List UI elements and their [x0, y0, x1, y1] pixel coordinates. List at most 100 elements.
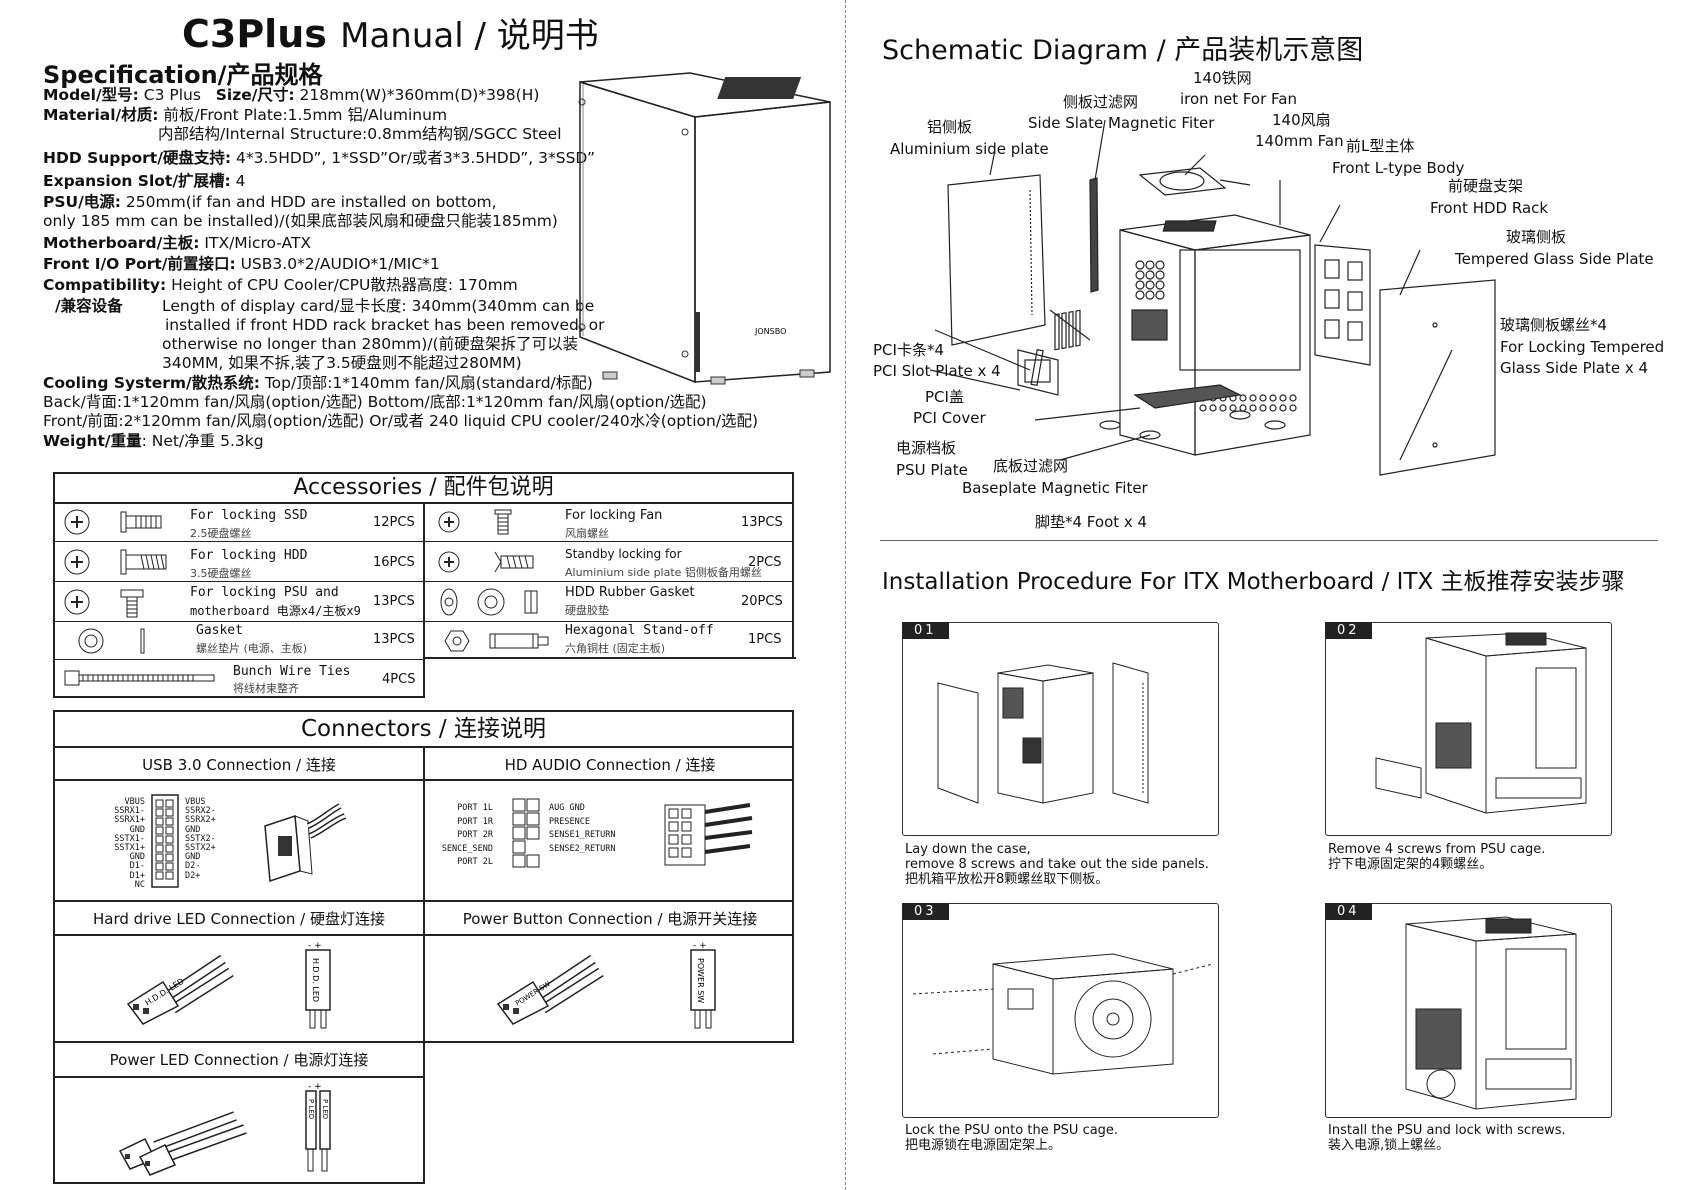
step4-illustration [1405, 916, 1577, 1110]
label-hdd-en: Front HDD Rack [1430, 199, 1549, 217]
divider [55, 1076, 423, 1078]
accessories-heading: Accessories / 配件包说明 [55, 474, 792, 504]
label-base-cn: 底板过滤网 [993, 457, 1069, 475]
power-led-header-label: P LED [321, 1099, 329, 1119]
acc-sub: 将线材束整齐 [233, 682, 299, 695]
power-led-header-label: P LED [307, 1099, 315, 1119]
pin-label: D2- [185, 861, 201, 872]
label-psu-en: PSU Plate [896, 461, 968, 479]
spec-compat-3: installed if front HDD rack bracket has … [165, 316, 605, 334]
usb-header-icon [151, 794, 179, 888]
acc-name: For locking SSD [190, 508, 308, 523]
pin-label: SENSE1_RETURN [549, 830, 616, 840]
spec-io: Front I/O Port/前置接口: USB3.0*2/AUDIO*1/MI… [43, 254, 440, 275]
spec-weight: Weight/重量: Net/净重 5.3kg [43, 431, 264, 452]
label-glass-screw-en1: For Locking Tempered [1500, 338, 1665, 356]
label-al-en: Aluminium side plate [890, 140, 1049, 158]
label-side-mag-en: Side Slate Magnetic Fiter [1028, 114, 1215, 132]
case-illustration: JONSBO [578, 72, 831, 385]
spec-motherboard: Motherboard/主板: ITX/Micro-ATX [43, 233, 311, 254]
step-number: 03 [902, 903, 949, 920]
pin-label: SSRX2+ [185, 815, 216, 826]
pin-label: AUG GND [549, 803, 585, 813]
spec-value: Top/顶部:1*140mm fan/风扇(standard/标配) [259, 374, 593, 392]
divider [55, 779, 792, 781]
label-body-cn: 前L型主体 [1346, 137, 1415, 155]
psu-screw-icon [64, 589, 144, 618]
label-iron-net-en: iron net For Fan [1180, 90, 1297, 108]
usb-heading: USB 3.0 Connection / 连接 [142, 756, 336, 774]
divider [424, 657, 796, 659]
spec-key: Size/尺寸: [215, 86, 295, 104]
divider [423, 746, 425, 1043]
divider [55, 934, 792, 936]
step-panel-4: 04 [1325, 903, 1612, 1118]
step4-caption-en1: Install the PSU and lock with screws. [1328, 1123, 1566, 1138]
spec-value: C3 Plus [138, 86, 206, 104]
hdd-led-plug-icon: H.D.D. LED [126, 954, 234, 1025]
connectors-table: Connectors / 连接说明 USB 3.0 Connection / 连… [53, 710, 794, 1043]
acc-sub: 硬盘胶垫 [565, 604, 609, 617]
acc-qty: 13PCS [373, 632, 415, 647]
acc-qty: 20PCS [741, 594, 783, 609]
spec-hdd: HDD Support/硬盘支持: 4*3.5HDD”, 1*SSD”Or/或者… [43, 148, 595, 169]
step2-illustration [1375, 632, 1587, 814]
spec-value: Height of CPU Cooler/CPU散热器高度: 170mm [166, 276, 518, 294]
pin-label: SSTX1- [114, 833, 145, 844]
pin-label: PORT 1L [457, 803, 493, 813]
acc-name: Bunch Wire Ties [233, 664, 351, 679]
acc-sub: 六角铜柱 (固定主板) [565, 642, 666, 655]
acc-qty: 13PCS [741, 515, 783, 530]
step2-caption-cn: 拧下电源固定架的4颗螺丝。 [1328, 857, 1493, 872]
al-screw-icon [438, 551, 534, 573]
standoff-icon [444, 630, 549, 652]
hdd-led-header-icon: - +H.D.D. LED [305, 941, 331, 1029]
spec-material-2: 内部结构/Internal Structure:0.8mm结构钢/SGCC St… [158, 125, 562, 143]
acc-qty: 16PCS [373, 555, 415, 570]
spec-material: Material/材质: 前板/Front Plate:1.5mm 铝/Alum… [43, 105, 447, 126]
spec-key: Compatibility: [43, 276, 167, 294]
gasket-icon [78, 628, 145, 654]
pin-label: D2+ [185, 870, 201, 881]
label-al-cn: 铝侧板 [927, 118, 973, 136]
pin-label: GND [129, 852, 145, 863]
label-fan-cn: 140风扇 [1272, 111, 1331, 129]
spec-psu: PSU/电源: 250mm(if fan and HDD are install… [43, 192, 497, 213]
spec-key: PSU/电源: [43, 193, 121, 211]
step1-caption-cn: 把机箱平放松开8颗螺丝取下侧板。 [905, 872, 1109, 887]
acc-qty: 13PCS [373, 594, 415, 609]
spec-value: ITX/Micro-ATX [199, 234, 312, 252]
spec-compat-4: otherwise no longer than 280mm)/(前硬盘架拆了可… [162, 335, 579, 353]
acc-name: For locking Fan [565, 508, 663, 523]
step4-caption-cn: 装入电源,锁上螺丝。 [1328, 1138, 1450, 1153]
blank-cell [425, 658, 796, 700]
pin-label: SSRX1+ [114, 815, 145, 826]
acc-name: For locking HDD [190, 548, 308, 563]
power-sw-header-icon: - +POWER SW [690, 941, 716, 1029]
section-divider [880, 540, 1658, 541]
label-base-en: Baseplate Magnetic Fiter [962, 479, 1148, 497]
pin-polarity: - + [308, 1082, 322, 1092]
acc-sub: Aluminium side plate 铝侧板备用螺丝 [565, 566, 762, 579]
audio-plug-icon [664, 803, 753, 866]
power-button-heading: Power Button Connection / 电源开关连接 [462, 910, 758, 928]
audio-heading: HD AUDIO Connection / 连接 [504, 756, 716, 774]
pin-label: SSTX2- [185, 833, 216, 844]
step-number: 01 [902, 622, 949, 639]
spec-cooling-2: Back/背面:1*120mm fan/风扇(option/选配) Bottom… [43, 393, 707, 411]
step1-caption-en2: remove 8 screws and take out the side pa… [905, 857, 1209, 872]
acc-sub: 3.5硬盘螺丝 [190, 567, 252, 580]
power-led-heading: Power LED Connection / 电源灯连接 [109, 1051, 369, 1069]
spec-expansion: Expansion Slot/扩展槽: 4 [43, 171, 246, 192]
label-glass-screw-cn: 玻璃侧板螺丝*4 [1500, 316, 1608, 334]
power-led-header-icon: - + P LED P LED [305, 1082, 331, 1172]
spec-key: /兼容设备 [55, 297, 123, 315]
pin-label: SENSE2_RETURN [549, 843, 616, 854]
spec-key: Model/型号: [43, 86, 139, 104]
spec-model: Model/型号: C3 Plus Size/尺寸: 218mm(W)*360m… [43, 85, 539, 106]
pin-label: SSRX2- [185, 806, 216, 817]
spec-compat-5: 340MM, 如果不拆,装了3.5硬盘则不能超过280MM) [162, 354, 522, 372]
title-rest: Manual / 说明书 [340, 16, 599, 56]
